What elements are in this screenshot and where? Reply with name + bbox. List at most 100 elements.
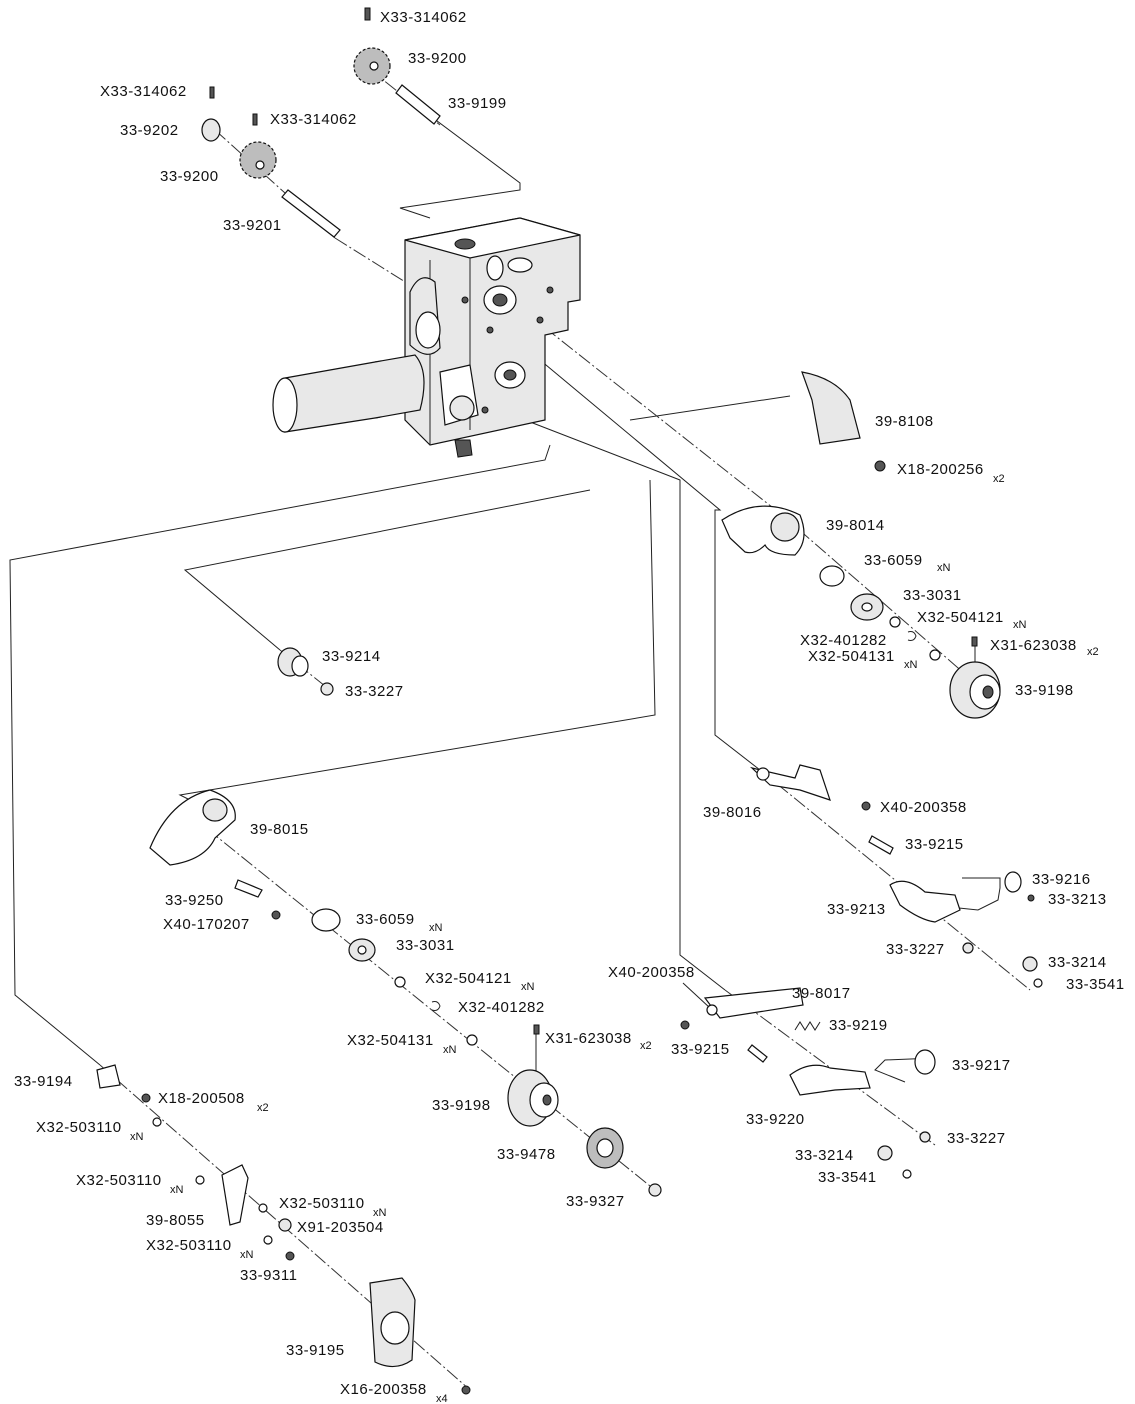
label-33-3213: 33-3213 bbox=[1048, 891, 1107, 908]
label-x91-203504: X91-203504 bbox=[297, 1219, 384, 1236]
label-x32-504131: X32-504131 bbox=[808, 648, 895, 665]
label-33-3214: 33-3214 bbox=[795, 1147, 854, 1164]
label-x40-200358: X40-200358 bbox=[608, 964, 695, 981]
label-33-9198: 33-9198 bbox=[432, 1097, 491, 1114]
set-screw-icon bbox=[971, 636, 978, 647]
label-33-9215: 33-9215 bbox=[671, 1041, 730, 1058]
screw-icon bbox=[874, 460, 886, 472]
lower-left-parts bbox=[96, 1064, 471, 1395]
qty-x2: x2 bbox=[640, 1040, 652, 1052]
label-33-9198: 33-9198 bbox=[1015, 682, 1074, 699]
label-x33-314062: X33-314062 bbox=[100, 83, 187, 100]
label-33-9250: 33-9250 bbox=[165, 892, 224, 909]
top-gear-assembly bbox=[201, 7, 441, 238]
label-33-9213: 33-9213 bbox=[827, 901, 886, 918]
label-x32-503110: X32-503110 bbox=[279, 1195, 365, 1212]
label-33-9217: 33-9217 bbox=[952, 1057, 1011, 1074]
qty-x2: x2 bbox=[257, 1102, 269, 1114]
idler-roller bbox=[277, 647, 334, 696]
gearbox-housing bbox=[272, 217, 581, 458]
cap-nut-icon bbox=[962, 942, 974, 954]
qty-x2: x2 bbox=[993, 473, 1005, 485]
label-x40-200358: X40-200358 bbox=[880, 799, 967, 816]
screw-icon bbox=[461, 1385, 471, 1395]
label-x32-503110: X32-503110 bbox=[76, 1172, 162, 1189]
label-33-3031: 33-3031 bbox=[903, 587, 962, 604]
cap-nut-icon bbox=[919, 1131, 931, 1143]
label-33-9195: 33-9195 bbox=[286, 1342, 345, 1359]
label-33-3031: 33-3031 bbox=[396, 937, 455, 954]
screw-icon bbox=[285, 1251, 295, 1261]
qty-xn: xN bbox=[130, 1131, 144, 1143]
label-39-8017: 39-8017 bbox=[792, 985, 851, 1002]
right-lower-parts bbox=[680, 764, 1043, 1179]
qty-x4: x4 bbox=[436, 1393, 448, 1404]
label-x33-314062: X33-314062 bbox=[270, 111, 357, 128]
label-33-9200: 33-9200 bbox=[160, 168, 219, 185]
label-39-8108: 39-8108 bbox=[875, 413, 934, 430]
left-mid-parts bbox=[149, 789, 662, 1197]
label-39-8014: 39-8014 bbox=[826, 517, 885, 534]
nut-icon bbox=[278, 1218, 292, 1232]
set-screw-icon bbox=[252, 113, 258, 126]
qty-xn: xN bbox=[170, 1184, 184, 1196]
label-33-3227: 33-3227 bbox=[345, 683, 404, 700]
label-x32-504121: X32-504121 bbox=[917, 609, 1004, 626]
label-33-3214: 33-3214 bbox=[1048, 954, 1107, 971]
label-33-9219: 33-9219 bbox=[829, 1017, 888, 1034]
label-33-9214: 33-9214 bbox=[322, 648, 381, 665]
label-x16-200358: X16-200358 bbox=[340, 1381, 427, 1398]
qty-xn: xN bbox=[904, 659, 918, 671]
label-39-8055: 39-8055 bbox=[146, 1212, 205, 1229]
qty-xn: xN bbox=[429, 922, 443, 934]
label-33-9311: 33-9311 bbox=[240, 1267, 297, 1284]
label-x32-504131: X32-504131 bbox=[347, 1032, 434, 1049]
label-x33-314062: X33-314062 bbox=[380, 9, 467, 26]
label-33-9201: 33-9201 bbox=[223, 217, 282, 234]
label-39-8015: 39-8015 bbox=[250, 821, 309, 838]
set-screw-icon bbox=[209, 86, 215, 99]
qty-x2: x2 bbox=[1087, 646, 1099, 658]
label-33-6059: 33-6059 bbox=[864, 552, 923, 569]
qty-xn: xN bbox=[521, 981, 535, 993]
label-x32-504121: X32-504121 bbox=[425, 970, 512, 987]
label-33-9202: 33-9202 bbox=[120, 122, 179, 139]
label-x32-503110: X32-503110 bbox=[36, 1119, 122, 1136]
cap-nut-icon bbox=[320, 682, 334, 696]
label-33-9478: 33-9478 bbox=[497, 1146, 556, 1163]
label-33-3541: 33-3541 bbox=[818, 1169, 877, 1186]
cap-nut-icon bbox=[648, 1183, 662, 1197]
label-x31-623038: X31-623038 bbox=[545, 1030, 632, 1047]
right-upper-parts bbox=[721, 371, 1001, 719]
label-33-9199: 33-9199 bbox=[448, 95, 507, 112]
qty-xn: xN bbox=[443, 1044, 457, 1056]
label-x31-623038: X31-623038 bbox=[990, 637, 1077, 654]
set-screw-icon bbox=[364, 7, 371, 21]
label-33-9194: 33-9194 bbox=[14, 1073, 73, 1090]
part-labels: X33-314062 33-9200 33-9199 X33-314062 33… bbox=[14, 9, 1125, 1404]
label-x32-503110: X32-503110 bbox=[146, 1237, 232, 1254]
label-33-3541: 33-3541 bbox=[1066, 976, 1125, 993]
label-x18-200508: X18-200508 bbox=[158, 1090, 245, 1107]
set-screw-icon bbox=[533, 1024, 540, 1035]
label-33-9215: 33-9215 bbox=[905, 836, 964, 853]
qty-xn: xN bbox=[1013, 619, 1027, 631]
screw-icon bbox=[861, 801, 871, 811]
label-x32-401282: X32-401282 bbox=[800, 632, 887, 649]
screw-icon bbox=[271, 910, 281, 920]
qty-xn: xN bbox=[373, 1207, 387, 1219]
label-33-6059: 33-6059 bbox=[356, 911, 415, 928]
label-x32-401282: X32-401282 bbox=[458, 999, 545, 1016]
screw-icon bbox=[680, 1020, 690, 1030]
label-33-9200: 33-9200 bbox=[408, 50, 467, 67]
qty-xn: xN bbox=[937, 562, 951, 574]
label-33-3227: 33-3227 bbox=[947, 1130, 1006, 1147]
label-33-3227: 33-3227 bbox=[886, 941, 945, 958]
label-x18-200256: X18-200256 bbox=[897, 461, 984, 478]
qty-xn: xN bbox=[240, 1249, 254, 1261]
label-33-9216: 33-9216 bbox=[1032, 871, 1091, 888]
label-x40-170207: X40-170207 bbox=[163, 916, 250, 933]
label-33-9327: 33-9327 bbox=[566, 1193, 625, 1210]
label-33-9220: 33-9220 bbox=[746, 1111, 805, 1128]
